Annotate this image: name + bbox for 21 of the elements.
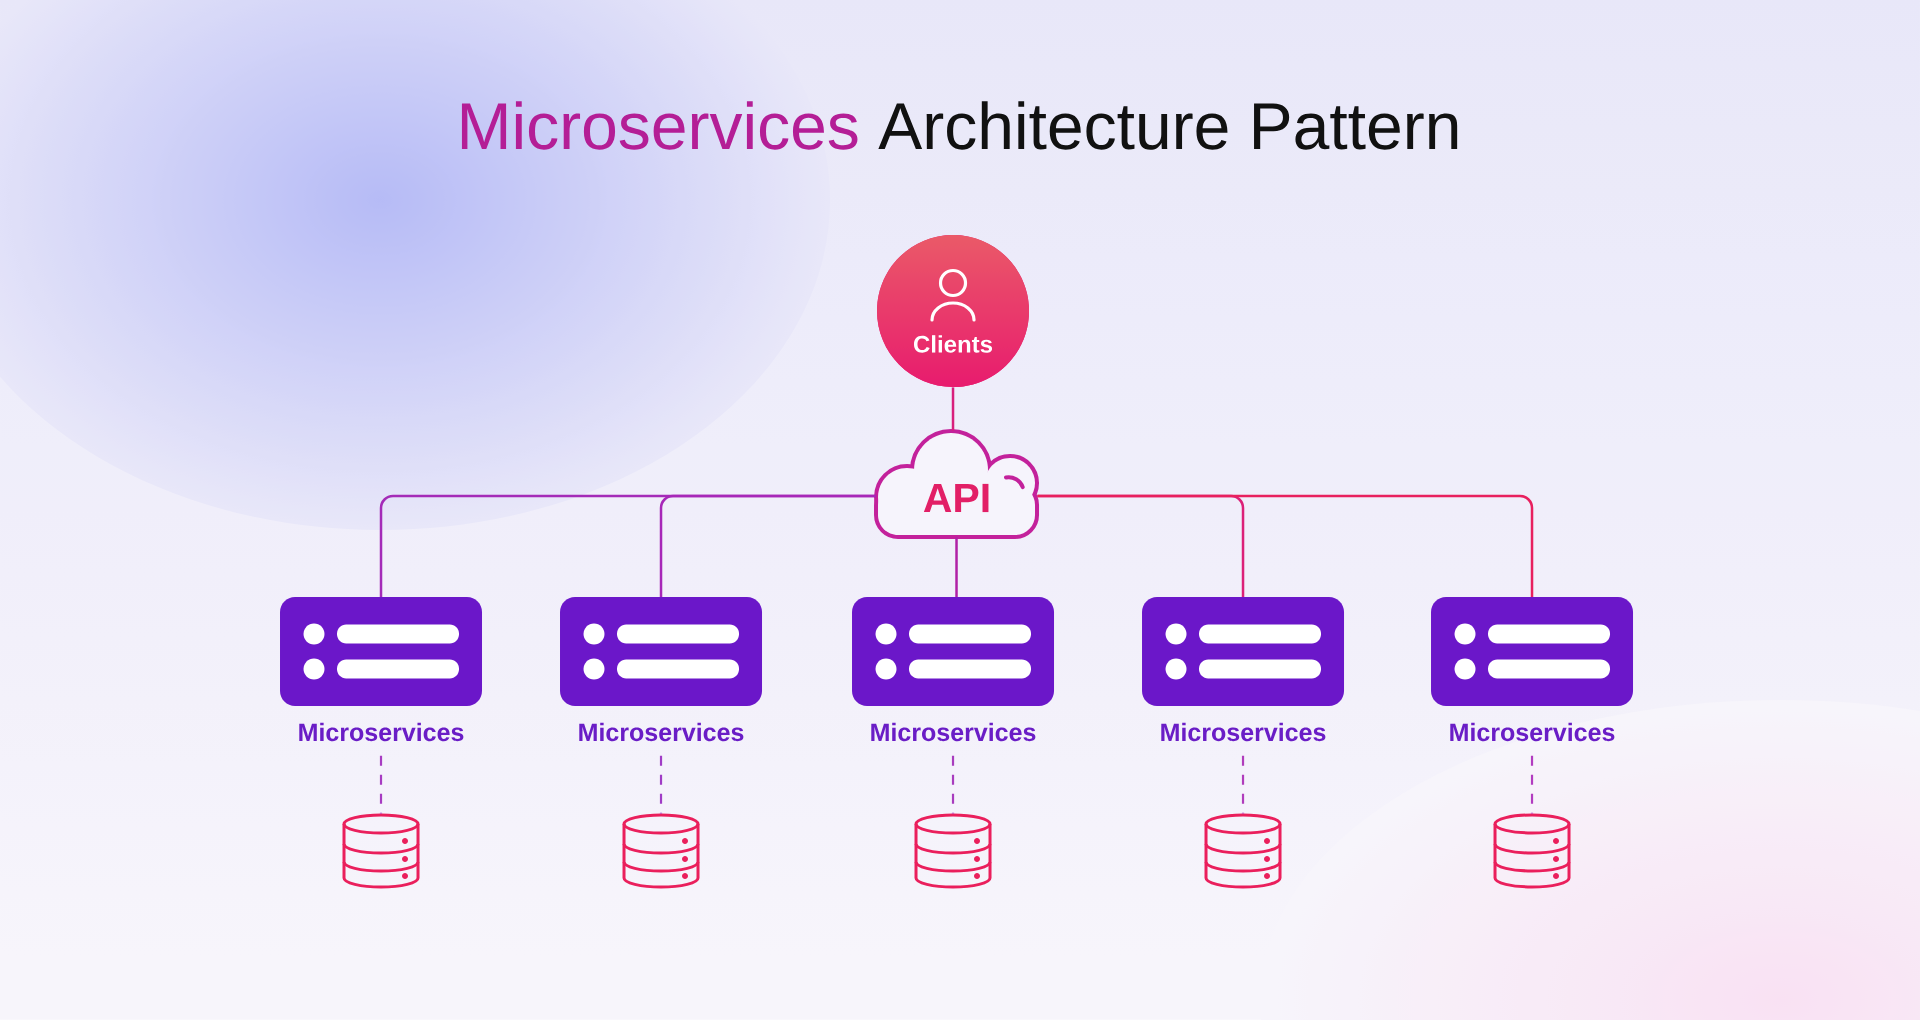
api-cloud: API [874,429,1039,539]
connector-line [1037,494,1534,597]
connector-line [951,387,955,431]
title: Microservices Architecture Pattern [461,101,1458,150]
database-icon [622,813,700,889]
connector-line [955,537,958,597]
database-icon [342,813,420,889]
dashed-line [1241,755,1245,814]
dashed-line [659,755,663,814]
service-label: Microservices [579,722,744,742]
service-label: Microservices [871,722,1036,742]
database-icon [1204,813,1282,889]
dashed-line [1530,755,1534,814]
dashed-line [951,755,955,814]
service-label: Microservices [299,722,464,742]
database-icon [1493,813,1571,889]
service-label: Microservices [1161,722,1326,742]
connector-line [659,494,876,597]
database-icon [914,813,992,889]
dashed-line [379,755,383,814]
service-label: Microservices [1450,722,1615,742]
